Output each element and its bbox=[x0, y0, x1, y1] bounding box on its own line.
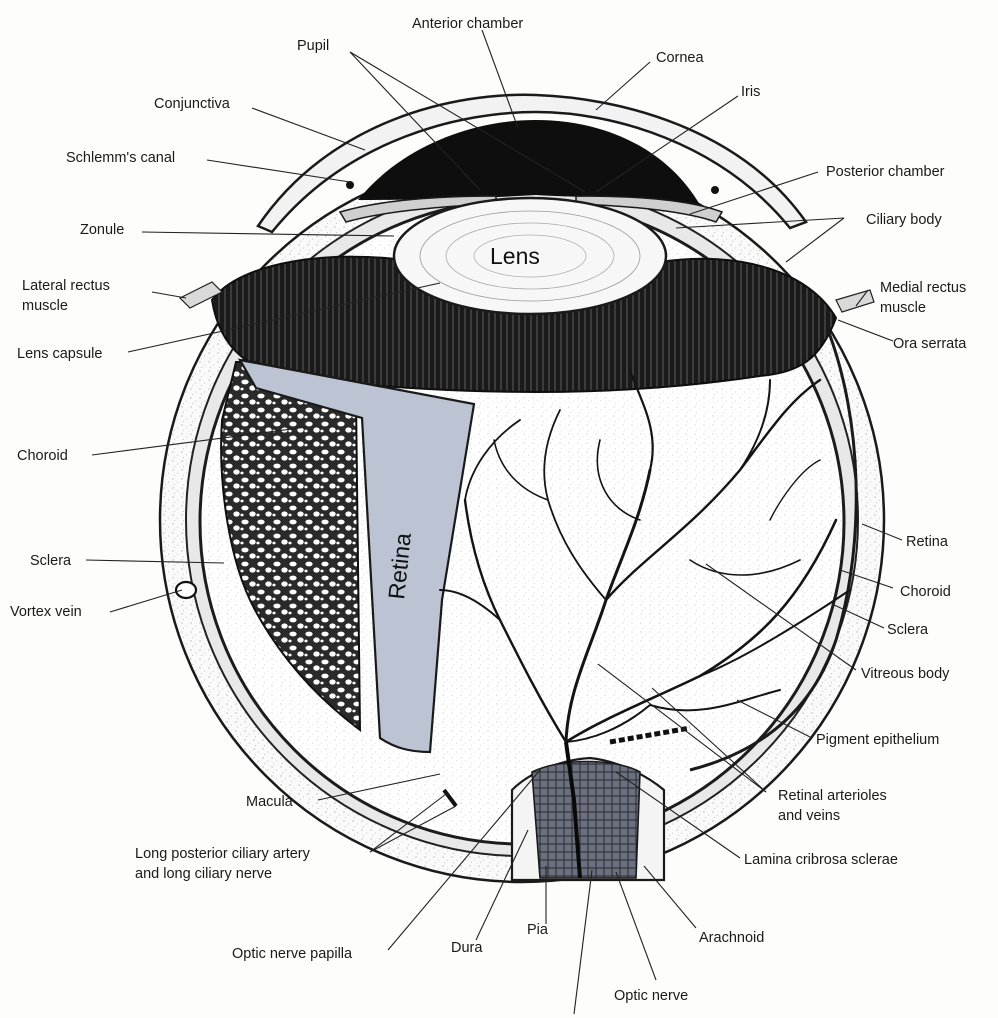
label-ora-serrata: Ora serrata bbox=[893, 336, 967, 352]
medial-rectus-stub bbox=[836, 290, 874, 312]
label-medial-rectus-1: Medial rectus bbox=[880, 280, 966, 296]
label-long-posterior-1: Long posterior ciliary artery bbox=[135, 846, 311, 862]
label-choroid-right: Choroid bbox=[900, 584, 951, 600]
label-pia: Pia bbox=[527, 922, 549, 938]
label-long-posterior-2: and long ciliary nerve bbox=[135, 866, 272, 882]
label-retina-right: Retina bbox=[906, 534, 949, 550]
schlemms-canal-right bbox=[711, 186, 719, 194]
label-retinal-arterioles-2: and veins bbox=[778, 808, 840, 824]
lens-label: Lens bbox=[490, 243, 540, 269]
label-vortex-vein: Vortex vein bbox=[10, 604, 82, 620]
label-anterior-chamber: Anterior chamber bbox=[412, 16, 523, 32]
label-cornea: Cornea bbox=[656, 50, 704, 66]
vortex-vein bbox=[176, 582, 196, 598]
label-optic-nerve: Optic nerve bbox=[614, 988, 688, 1004]
label-iris: Iris bbox=[741, 84, 760, 100]
label-pupil: Pupil bbox=[297, 38, 329, 54]
optic-nerve-core bbox=[532, 762, 640, 879]
label-lamina-cribrosa: Lamina cribrosa sclerae bbox=[744, 852, 898, 868]
label-arachnoid: Arachnoid bbox=[699, 930, 764, 946]
label-ciliary-body: Ciliary body bbox=[866, 212, 942, 228]
schlemms-canal-left bbox=[346, 181, 354, 189]
label-dura: Dura bbox=[451, 940, 483, 956]
label-choroid-left: Choroid bbox=[17, 448, 68, 464]
label-optic-nerve-papilla: Optic nerve papilla bbox=[232, 946, 353, 962]
label-posterior-chamber: Posterior chamber bbox=[826, 164, 945, 180]
label-retinal-arterioles-1: Retinal arterioles bbox=[778, 788, 887, 804]
label-schlemms-canal: Schlemm's canal bbox=[66, 150, 175, 166]
label-sclera-right: Sclera bbox=[887, 622, 929, 638]
label-pigment-epithelium: Pigment epithelium bbox=[816, 732, 939, 748]
label-medial-rectus-2: muscle bbox=[880, 300, 926, 316]
label-zonule: Zonule bbox=[80, 222, 124, 238]
label-sclera-left: Sclera bbox=[30, 553, 72, 569]
label-lateral-rectus-2: muscle bbox=[22, 298, 68, 314]
label-conjunctiva: Conjunctiva bbox=[154, 96, 231, 112]
label-macula: Macula bbox=[246, 794, 294, 810]
label-vitreous-body: Vitreous body bbox=[861, 666, 950, 682]
label-lateral-rectus-1: Lateral rectus bbox=[22, 278, 110, 294]
label-lens-capsule: Lens capsule bbox=[17, 346, 102, 362]
